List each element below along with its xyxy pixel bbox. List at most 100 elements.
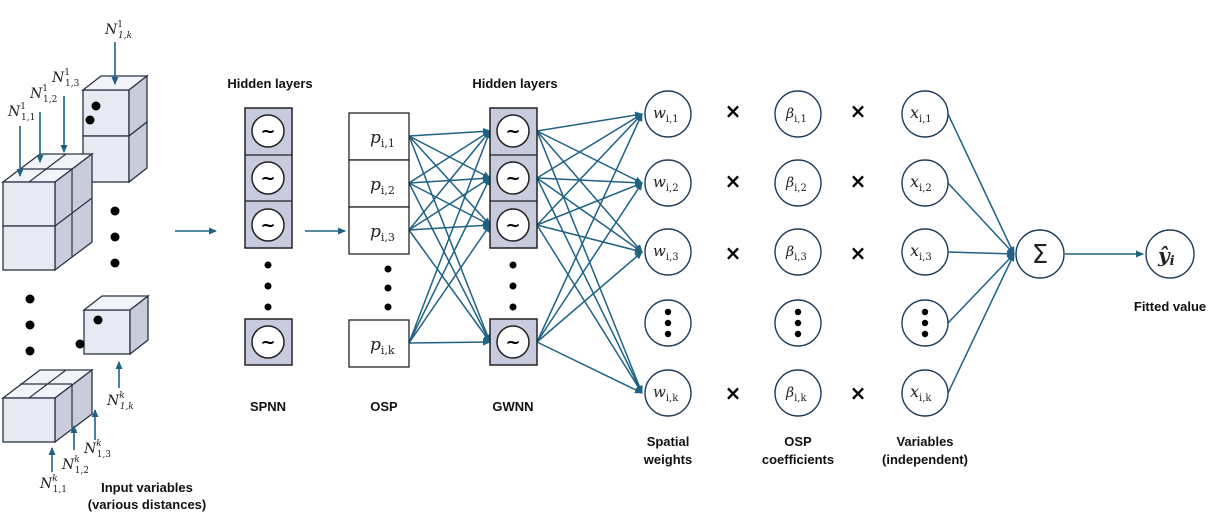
multiply-icon: × bbox=[725, 169, 742, 193]
cube-ellipsis-left bbox=[25, 294, 35, 356]
multiply-icon: × bbox=[850, 381, 867, 405]
input-variables-label: Input variables bbox=[101, 480, 193, 495]
spatial-weights-label: Spatial bbox=[647, 434, 690, 449]
variable-to-sum-connection bbox=[947, 182, 1015, 255]
beta-node bbox=[774, 90, 822, 138]
variable-node bbox=[901, 369, 949, 417]
beta-node bbox=[774, 228, 822, 276]
gwnn-label: GWNN bbox=[492, 399, 533, 414]
gwnn-to-weight-connection bbox=[536, 224, 643, 394]
gwnn-to-weight-connection bbox=[536, 251, 643, 343]
multiply-icon: × bbox=[725, 241, 742, 265]
multiply-icon: × bbox=[850, 241, 867, 265]
neuron-glyph: ~ bbox=[505, 332, 520, 353]
neuron-glyph: ~ bbox=[505, 215, 520, 236]
gwnn-neuron bbox=[496, 325, 530, 359]
sum-node: Σ bbox=[1015, 229, 1065, 279]
variable-to-sum-connection bbox=[947, 253, 1015, 394]
spnn-hidden-layers-title: Hidden layers bbox=[227, 76, 312, 91]
weight-label: wi,3 bbox=[653, 242, 679, 263]
osp-to-gwnn-connection bbox=[408, 130, 491, 231]
input-cubes-bottom bbox=[1, 294, 150, 444]
variable-label: xi,3 bbox=[910, 241, 932, 263]
fitted-value-label: Fitted value bbox=[1134, 299, 1206, 314]
cube-single-back bbox=[82, 294, 150, 356]
multiply-icon: × bbox=[725, 99, 742, 123]
variables-label: Variables bbox=[896, 434, 953, 449]
osp-to-gwnn-connection bbox=[408, 182, 491, 343]
osp-to-gwnn-connection bbox=[408, 224, 491, 344]
weight-label: wi,1 bbox=[653, 104, 679, 125]
gwnn-to-weight-connection bbox=[536, 341, 643, 394]
gwnn-to-weight-connection bbox=[536, 113, 643, 179]
spatial-weights-column: wi,1 wi,2 wi,3 wi,k bbox=[644, 90, 692, 417]
input-arrows-bottom bbox=[48, 361, 123, 472]
osp-coefficients-sublabel: coefficients bbox=[762, 452, 834, 467]
output-node: ŷi bbox=[1145, 229, 1195, 279]
osp-to-gwnn-connection bbox=[408, 127, 491, 137]
weight-label: wi,2 bbox=[653, 173, 679, 194]
variable-node bbox=[901, 228, 949, 276]
gwnn-to-weight-connection bbox=[536, 177, 643, 253]
neuron-glyph: ~ bbox=[260, 332, 275, 353]
osp-to-gwnn-connection bbox=[408, 338, 491, 346]
beta-label: βi,k bbox=[785, 385, 807, 404]
osp-to-gwnn-connection bbox=[408, 229, 491, 343]
osp-label: OSP bbox=[370, 399, 398, 414]
weight-node bbox=[644, 90, 692, 138]
gwnn-neuron bbox=[496, 208, 530, 242]
cube-ellipsis-right bbox=[110, 206, 120, 268]
osp-to-gwnn-connection bbox=[408, 177, 491, 231]
weight-node bbox=[644, 369, 692, 417]
spnn-hidden-layer: ~ ~ ~ ~ bbox=[244, 107, 293, 366]
spnn-neuron bbox=[251, 325, 285, 359]
osp-to-gwnn-connection bbox=[408, 177, 491, 344]
cube-block-bottom bbox=[1, 368, 94, 444]
osp-node bbox=[348, 319, 410, 368]
spnn-neuron bbox=[251, 114, 285, 148]
neuron-glyph: ~ bbox=[260, 215, 275, 236]
weight-label: wi,k bbox=[653, 383, 679, 404]
osp-node-label: pi,3 bbox=[370, 222, 395, 244]
variable-to-sum-connection bbox=[947, 250, 1015, 258]
sigma-icon: Σ bbox=[1032, 240, 1048, 270]
gwnn-to-weight-connection bbox=[536, 113, 643, 226]
multiply-icon: × bbox=[725, 381, 742, 405]
gwnn-to-weight-connection bbox=[536, 111, 643, 132]
gwnn-to-weight-connection bbox=[536, 130, 643, 253]
input-variables-sublabel: (various distances) bbox=[88, 497, 207, 512]
multiply-icon: × bbox=[850, 169, 867, 193]
beta-node bbox=[774, 159, 822, 207]
gwnn-to-weight-connection bbox=[536, 130, 643, 184]
multiply-icon: × bbox=[850, 99, 867, 123]
gwnn-to-weight-connection bbox=[536, 182, 643, 343]
gwnn-to-weight-connection bbox=[536, 177, 643, 394]
gwnn-hidden-layers-title: Hidden layers bbox=[472, 76, 557, 91]
spnn-neuron bbox=[251, 161, 285, 195]
spnn-label: SPNN bbox=[250, 399, 286, 414]
variable-label: xi,k bbox=[910, 382, 932, 404]
gwnn-to-weight-connection bbox=[536, 182, 643, 226]
spnn-neuron bbox=[251, 208, 285, 242]
variable-label: xi,1 bbox=[910, 103, 932, 125]
neuron-glyph: ~ bbox=[260, 121, 275, 142]
variables-column: xi,1 xi,2 xi,3 xi,k bbox=[901, 90, 949, 417]
fitted-value-symbol: ŷi bbox=[1157, 243, 1175, 269]
neuron-glyph: ~ bbox=[505, 168, 520, 189]
weight-node bbox=[644, 228, 692, 276]
multiply-signs-2: × × × × bbox=[850, 99, 867, 405]
gwnn-to-weight-connection bbox=[536, 113, 643, 343]
osp-coefficients-column: βi,1 βi,2 βi,3 βi,k bbox=[774, 90, 822, 417]
neuron-glyph: ~ bbox=[505, 121, 520, 142]
input-arrows-top bbox=[16, 42, 119, 177]
neuron-glyph: ~ bbox=[260, 168, 275, 189]
network-connections bbox=[408, 111, 1015, 394]
